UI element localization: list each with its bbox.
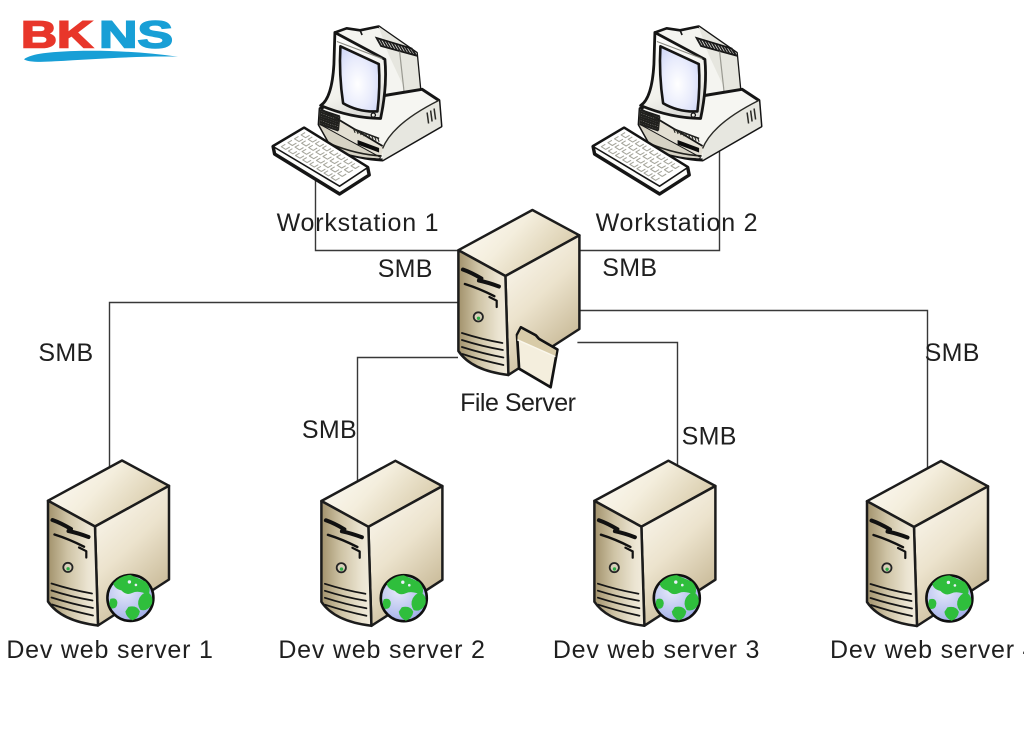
svg-text:Dev web server 4: Dev web server 4 [830,636,1024,664]
svg-text:SMB: SMB [682,423,737,451]
svg-text:SMB: SMB [302,416,357,444]
svg-text:SMB: SMB [925,339,980,367]
svg-text:SMB: SMB [378,255,433,283]
svg-text:Workstation 2: Workstation 2 [596,209,759,237]
svg-text:Dev web server 1: Dev web server 1 [6,636,213,664]
svg-text:BK: BK [21,15,94,57]
svg-text:SMB: SMB [38,339,93,367]
svg-text:Dev web server 2: Dev web server 2 [278,636,485,664]
svg-text:SMB: SMB [602,254,657,282]
svg-text:NS: NS [99,15,173,57]
svg-text:File Server: File Server [460,389,576,417]
svg-text:Workstation 1: Workstation 1 [277,209,440,237]
svg-text:Dev web server 3: Dev web server 3 [553,636,760,664]
